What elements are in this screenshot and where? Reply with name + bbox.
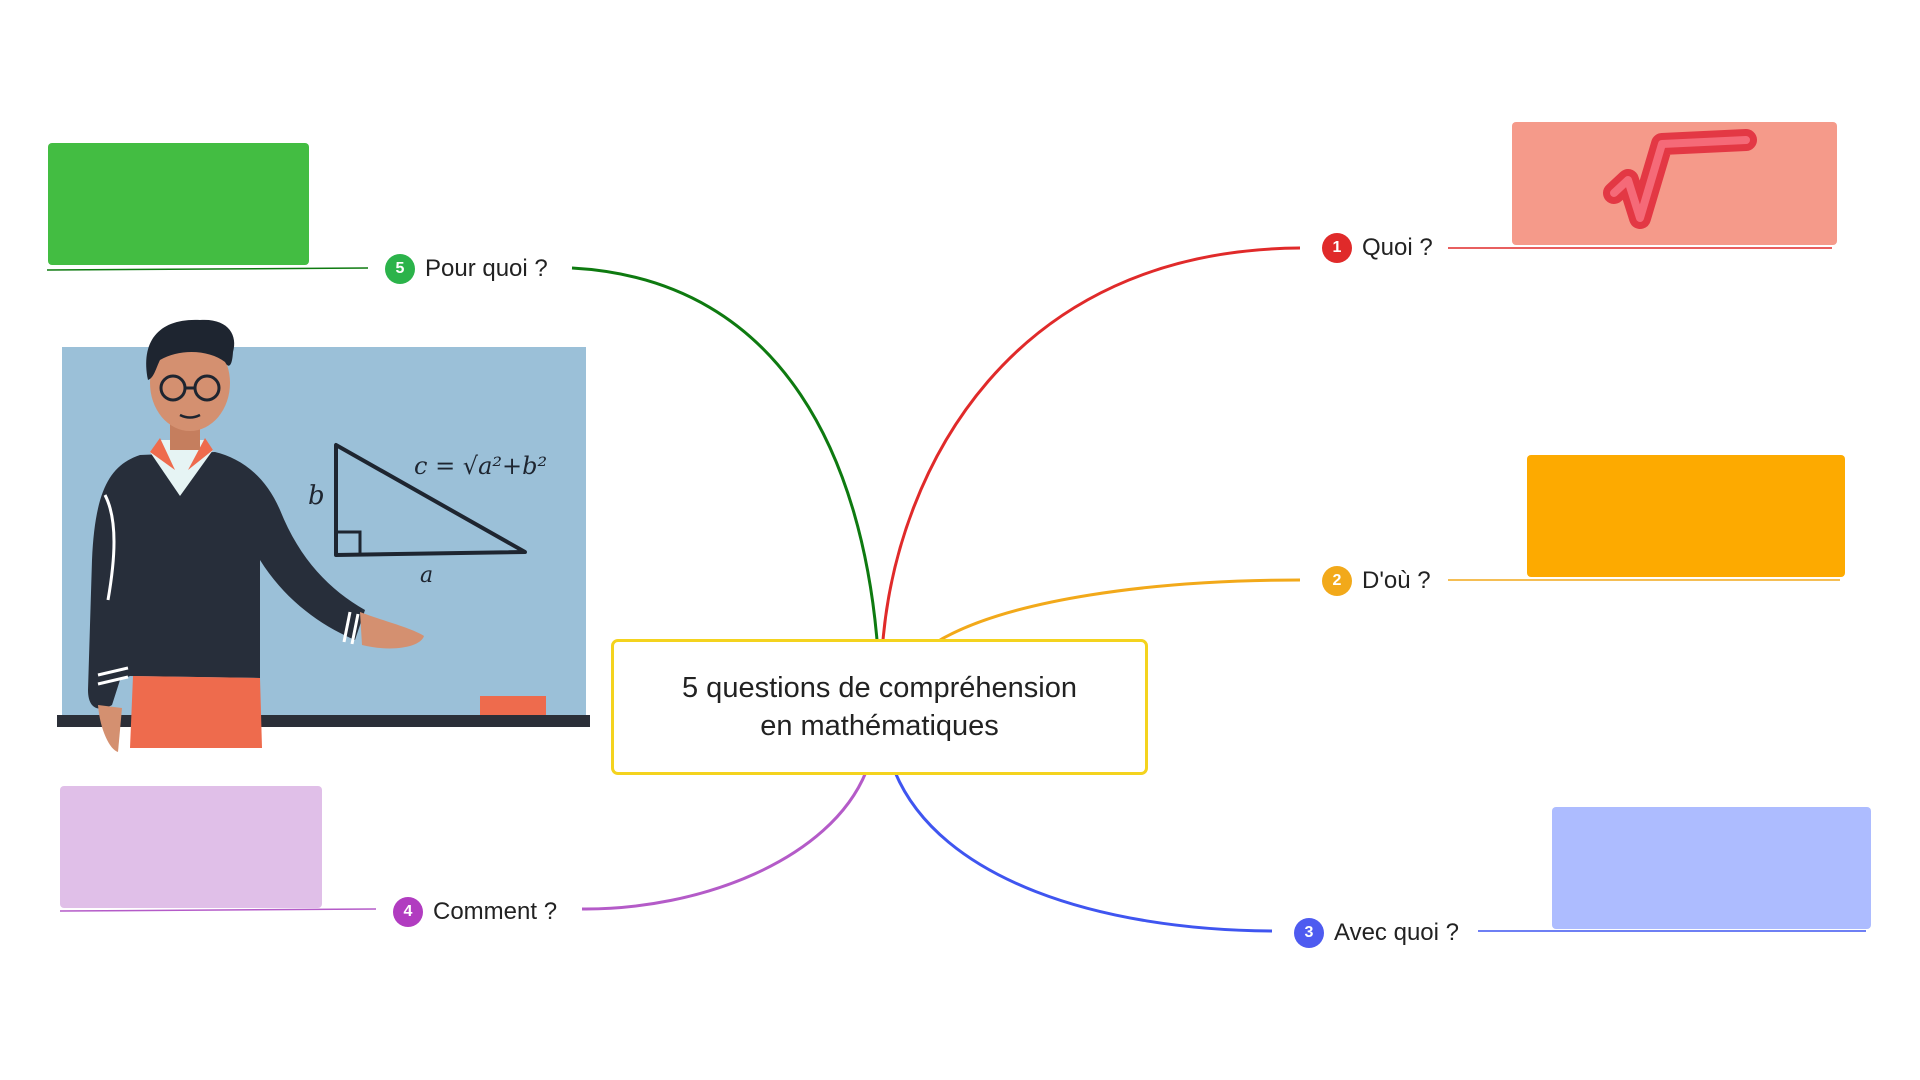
branch-line-2 bbox=[939, 578, 1301, 642]
topic-4-label: Comment ? bbox=[433, 898, 558, 925]
teacher-face bbox=[150, 335, 230, 431]
eraser bbox=[480, 696, 546, 715]
topic-1-label: Quoi ? bbox=[1362, 234, 1433, 261]
topic-3-label: Avec quoi ? bbox=[1334, 919, 1459, 946]
teacher-torso bbox=[88, 452, 365, 709]
topic-5-image[interactable] bbox=[48, 143, 309, 265]
board-formula: c = √a²+b² bbox=[414, 452, 547, 480]
square-root-icon bbox=[1603, 129, 1757, 229]
topic-1-image[interactable] bbox=[1512, 122, 1837, 245]
topic-5-label: Pour quoi ? bbox=[425, 255, 548, 282]
central-topic-line-1: 5 questions de compréhension bbox=[682, 672, 1077, 704]
badge-3: 3 bbox=[1294, 918, 1324, 948]
topic-2-label: D'où ? bbox=[1362, 567, 1431, 594]
underline-5 bbox=[46, 267, 369, 271]
side-b-label: b bbox=[308, 481, 325, 511]
topic-1[interactable]: 1 Quoi ? bbox=[1322, 230, 1433, 266]
badge-5: 5 bbox=[385, 254, 415, 284]
underline-4 bbox=[59, 908, 377, 912]
branch-line-5 bbox=[571, 266, 879, 641]
topic-3-image[interactable] bbox=[1552, 807, 1871, 929]
badge-1: 1 bbox=[1322, 233, 1352, 263]
topic-2[interactable]: 2 D'où ? bbox=[1322, 563, 1431, 599]
side-a-label: a bbox=[420, 563, 433, 588]
teacher-pants bbox=[130, 676, 262, 748]
topic-4-image[interactable] bbox=[60, 786, 322, 908]
branch-line-3 bbox=[893, 771, 1273, 933]
teacher-left-hand bbox=[98, 705, 122, 752]
badge-2: 2 bbox=[1322, 566, 1352, 596]
topic-5[interactable]: 5 Pour quoi ? bbox=[385, 251, 548, 287]
badge-4: 4 bbox=[393, 897, 423, 927]
central-topic[interactable]: 5 questions de compréhension en mathémat… bbox=[611, 639, 1148, 775]
topic-2-image[interactable] bbox=[1527, 455, 1845, 577]
topic-4[interactable]: 4 Comment ? bbox=[393, 894, 557, 930]
branch-line-1 bbox=[881, 246, 1301, 641]
branch-line-4 bbox=[581, 771, 868, 911]
teacher-hand bbox=[360, 612, 424, 649]
triangle-drawing bbox=[334, 443, 527, 557]
teacher-at-blackboard-illustration: b a c = √a²+b² bbox=[57, 319, 590, 752]
central-topic-line-2: en mathématiques bbox=[760, 710, 999, 742]
teacher-hair bbox=[146, 319, 235, 380]
topic-3[interactable]: 3 Avec quoi ? bbox=[1294, 915, 1459, 951]
